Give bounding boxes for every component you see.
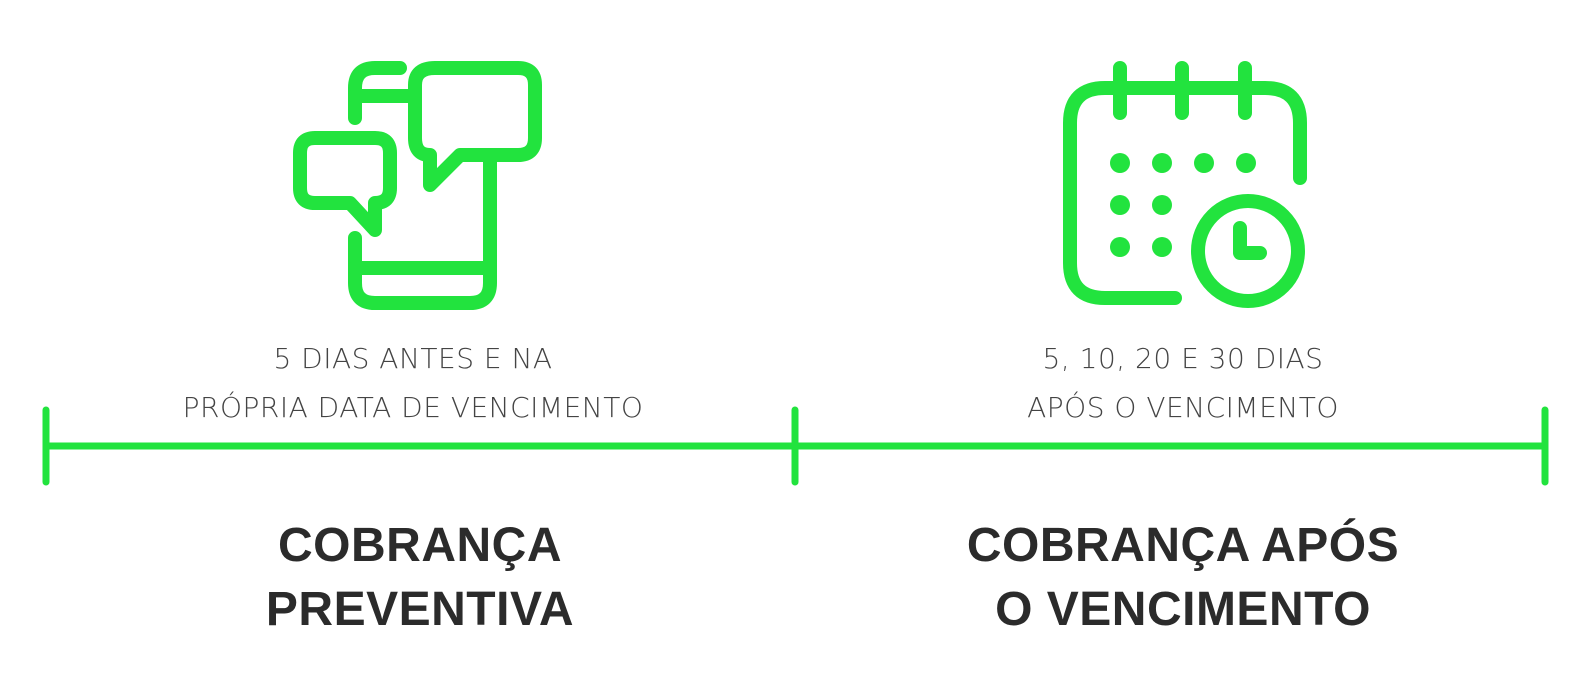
caption-line: 5, 10, 20 E 30 DIAS xyxy=(1042,342,1324,375)
phase-preventive-title: COBRANÇA PREVENTIVA xyxy=(70,514,770,642)
title-line: COBRANÇA xyxy=(278,519,562,572)
smartphone-chat-icon xyxy=(290,58,550,318)
phase-overdue-title: COBRANÇA APÓS O VENCIMENTO xyxy=(833,514,1533,642)
title-line: COBRANÇA APÓS xyxy=(966,519,1400,572)
title-line: O VENCIMENTO xyxy=(995,583,1371,636)
caption-line: APÓS O VENCIMENTO xyxy=(1027,391,1339,424)
title-line: PREVENTIVA xyxy=(265,583,575,636)
phase-overdue-caption: 5, 10, 20 E 30 DIAS APÓS O VENCIMENTO xyxy=(833,334,1533,432)
calendar-clock-icon xyxy=(1055,58,1315,318)
caption-line: PRÓPRIA DATA DE VENCIMENTO xyxy=(182,391,644,424)
timeline xyxy=(0,400,1590,505)
caption-line: 5 DIAS ANTES E NA xyxy=(273,342,553,375)
phase-preventive-caption: 5 DIAS ANTES E NA PRÓPRIA DATA DE VENCIM… xyxy=(63,334,763,432)
